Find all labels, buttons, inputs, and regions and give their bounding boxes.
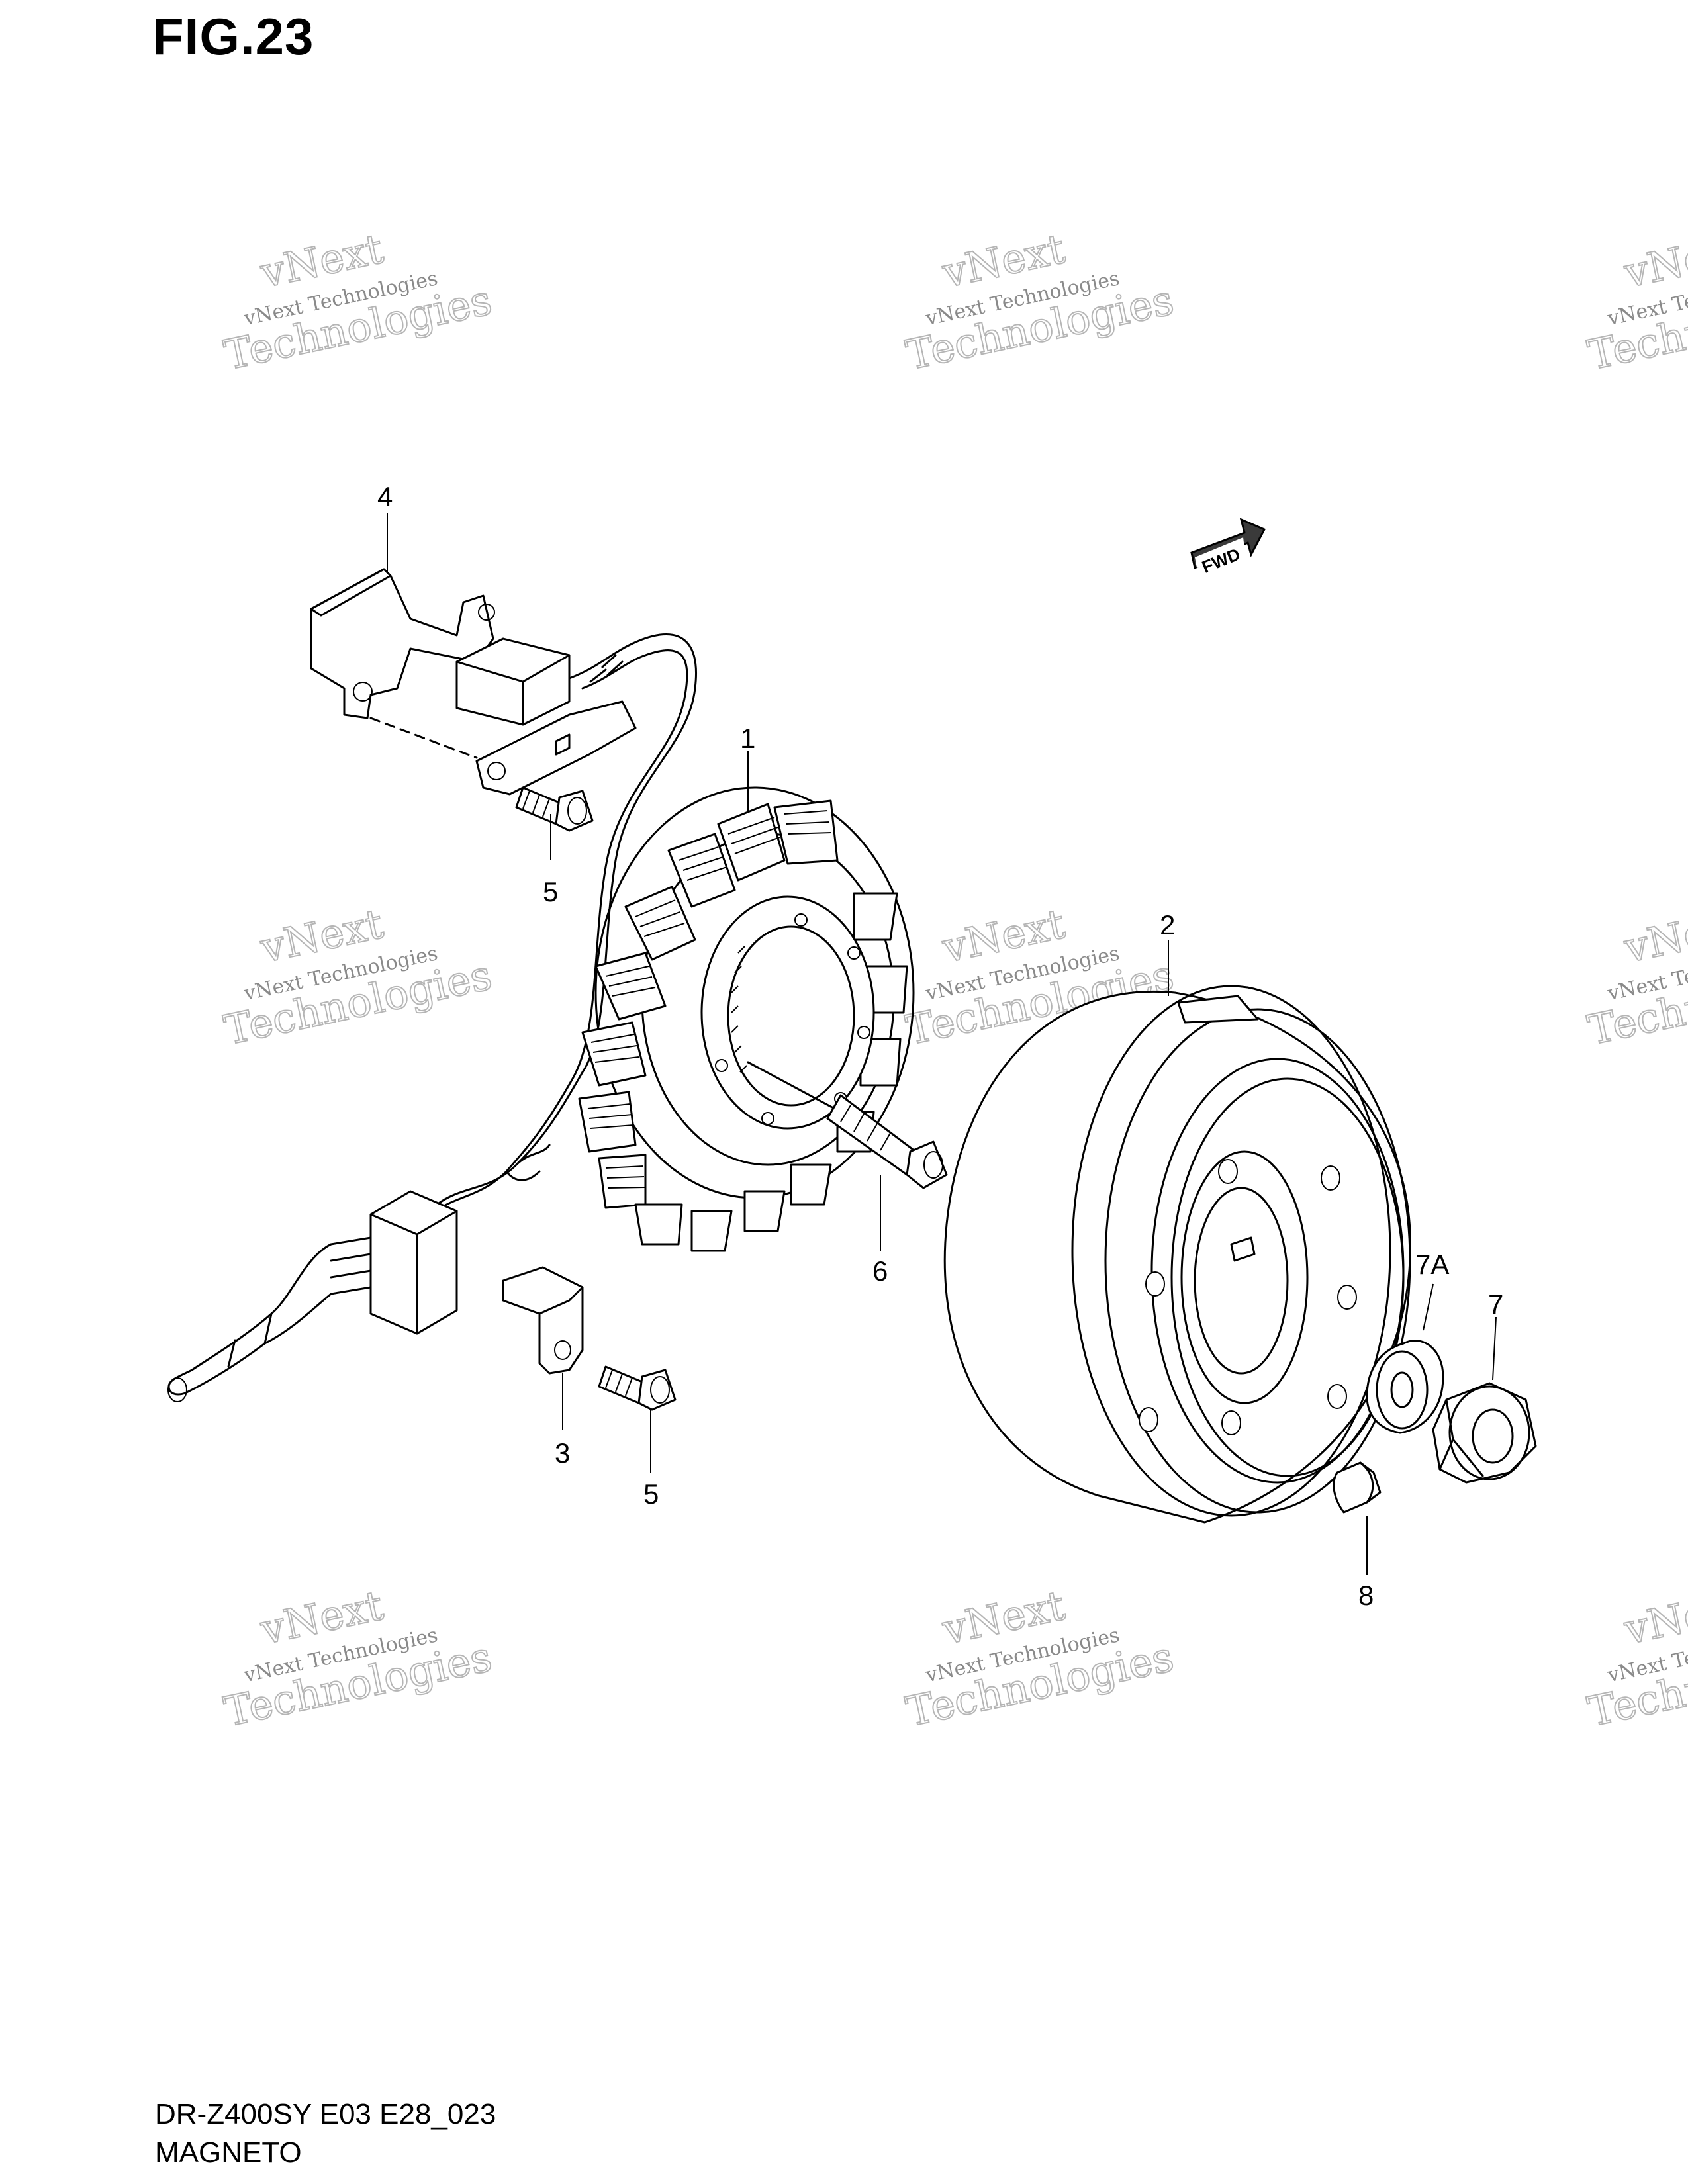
stator-bolt bbox=[747, 1061, 948, 1189]
wire-harness bbox=[429, 633, 697, 1216]
callout-5-upper: 5 bbox=[543, 876, 558, 907]
magneto-rotor bbox=[943, 985, 1411, 1524]
watermark-grid: vNext vNext Technologies Technologies vN… bbox=[219, 224, 1688, 1737]
section-name: MAGNETO bbox=[155, 2136, 302, 2169]
bolt-lower bbox=[598, 1365, 677, 1411]
stator-coil-assembly bbox=[578, 786, 915, 1252]
watermark: vNext vNext Technologies Technologies bbox=[219, 224, 496, 380]
svg-text:vNext: vNext bbox=[1620, 899, 1688, 972]
callout-7: 7 bbox=[1488, 1289, 1503, 1320]
woodruff-key bbox=[1333, 1461, 1382, 1514]
callout-2: 2 bbox=[1160, 909, 1175, 940]
clamp-bracket bbox=[502, 1266, 584, 1375]
callout-4: 4 bbox=[377, 481, 393, 512]
figure-title: FIG.23 bbox=[152, 7, 314, 66]
watermark: vNext vNext Technologies Technologies bbox=[1583, 224, 1688, 380]
callout-7a: 7A bbox=[1415, 1249, 1449, 1280]
callout-8: 8 bbox=[1358, 1580, 1374, 1611]
washer bbox=[1366, 1340, 1444, 1434]
bolt-upper bbox=[515, 786, 594, 832]
callout-3: 3 bbox=[555, 1437, 570, 1469]
watermark: vNext vNext Technologies Technologies bbox=[1583, 899, 1688, 1055]
svg-text:vNext: vNext bbox=[1620, 224, 1688, 297]
fwd-arrow-badge: FWD bbox=[1190, 518, 1266, 577]
rotor-nut bbox=[1432, 1382, 1537, 1484]
callout-6: 6 bbox=[872, 1255, 888, 1287]
lead-wire-guide-bracket bbox=[310, 568, 637, 796]
watermark: vNext vNext Technologies Technologies bbox=[1583, 1580, 1688, 1737]
watermark: vNext vNext Technologies Technologies bbox=[901, 224, 1178, 380]
model-code: DR-Z400SY E03 E28_023 bbox=[155, 2098, 496, 2130]
watermark: vNext vNext Technologies Technologies bbox=[219, 1580, 496, 1737]
svg-text:vNext: vNext bbox=[1620, 1581, 1688, 1654]
callout-5-lower: 5 bbox=[643, 1479, 659, 1510]
callout-1: 1 bbox=[740, 723, 755, 754]
callout-leaders bbox=[387, 513, 1497, 1575]
watermark: vNext vNext Technologies Technologies bbox=[219, 899, 496, 1055]
wire-coupler bbox=[167, 1190, 458, 1402]
watermark: vNext vNext Technologies Technologies bbox=[901, 1580, 1178, 1737]
